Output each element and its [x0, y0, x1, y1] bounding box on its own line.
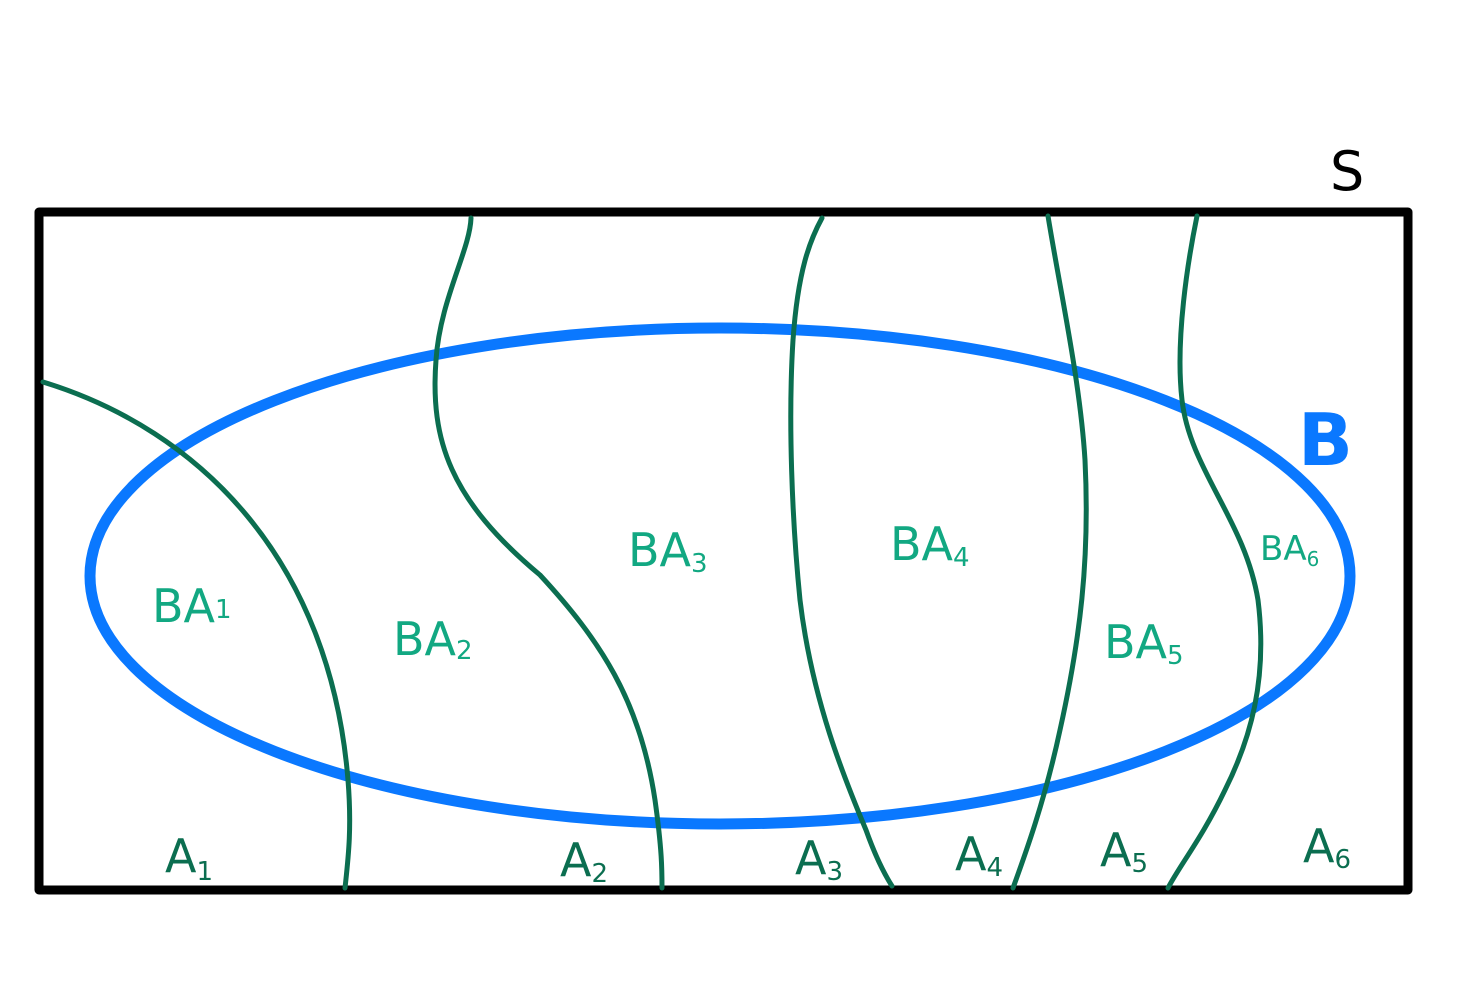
- sample-space-label: S: [1330, 140, 1364, 203]
- event-b-label: B: [1298, 398, 1353, 482]
- sample-space-frame: [34, 207, 1413, 895]
- intersection-label-ba6: BA6: [1260, 529, 1319, 571]
- intersection-label-ba1: BA1: [152, 579, 232, 633]
- partition-boundary-2-3: [432, 215, 665, 891]
- partition-label-a4: A4: [955, 827, 1003, 883]
- partition-boundary-4-5: [1010, 213, 1089, 891]
- partition-boundary-3-4: [788, 215, 895, 889]
- partition-label-a3: A3: [795, 831, 843, 887]
- intersection-label-ba4: BA4: [890, 517, 970, 573]
- intersection-label-ba2: BA2: [393, 612, 473, 666]
- partition-label-a1: A1: [165, 829, 213, 887]
- event-b-ellipse: [84, 322, 1356, 830]
- partition-boundary-1-2: [40, 379, 353, 891]
- intersection-label-ba3: BA3: [628, 523, 708, 579]
- partition-boundary-5-6: [1165, 213, 1264, 891]
- partition-label-a2: A2: [560, 833, 608, 889]
- intersection-label-ba5: BA5: [1104, 615, 1184, 671]
- partition-label-a5: A5: [1100, 823, 1148, 879]
- partition-label-a6: A6: [1303, 819, 1351, 875]
